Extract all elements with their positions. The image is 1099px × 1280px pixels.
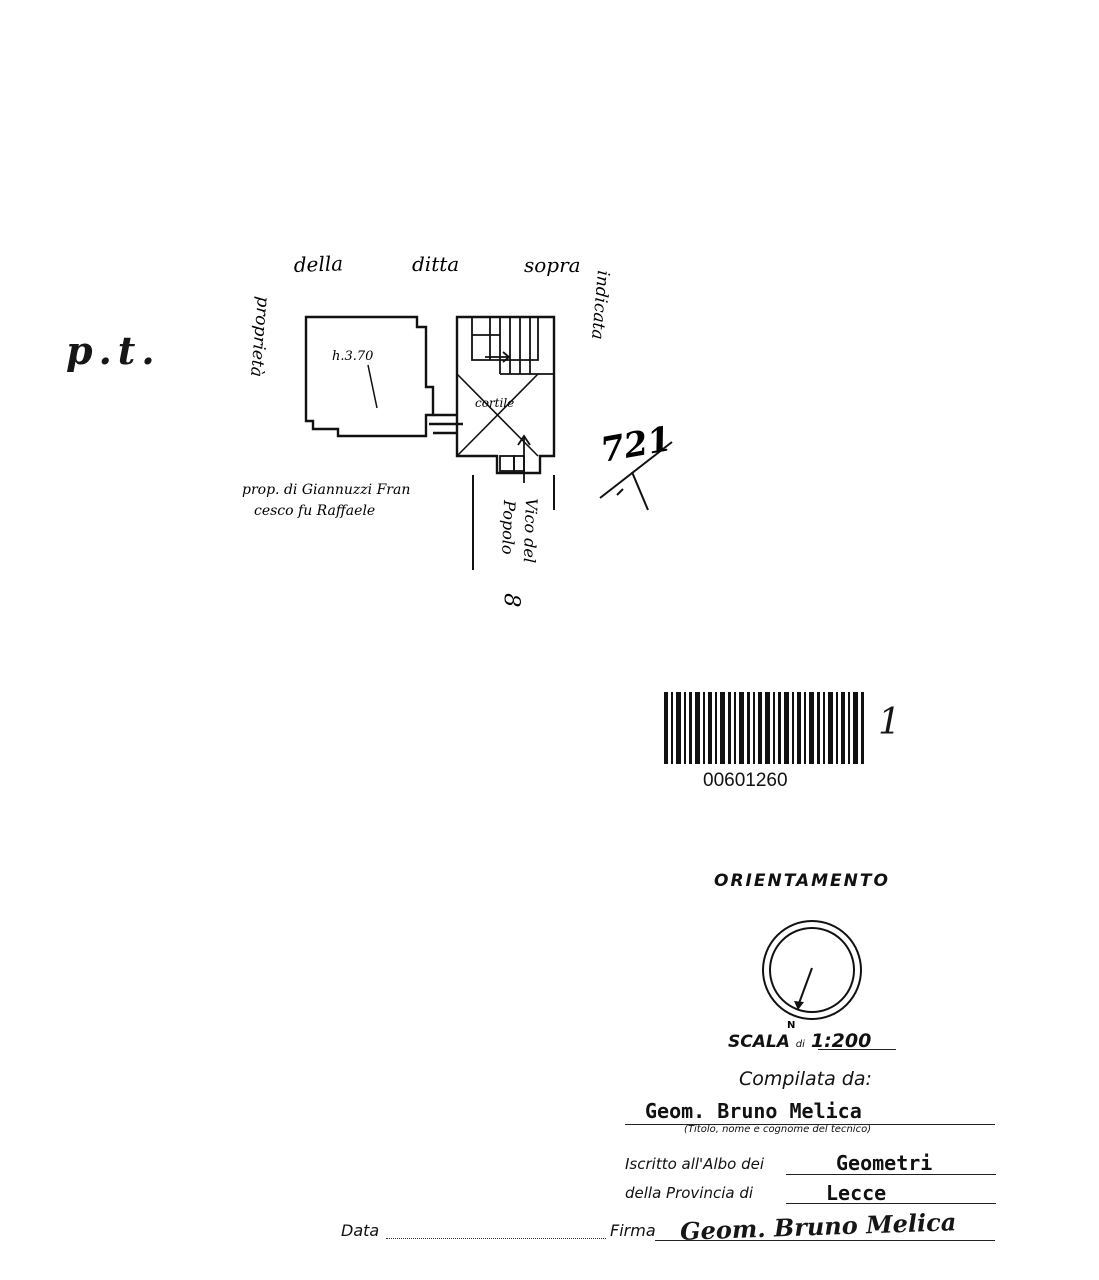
provincia-value: Lecce [826, 1181, 887, 1205]
scale-row: SCALA di 1:200 [728, 1030, 871, 1052]
iscritto-line [786, 1174, 996, 1175]
plot-number: 721 [598, 419, 675, 471]
top-label-della: della [293, 251, 343, 277]
room-height: h.3.70 [332, 349, 373, 364]
street-label-3: 8 [499, 593, 524, 608]
compilata-label: Compilata da: [739, 1068, 872, 1090]
compilata-caption: (Titolo, nome e cognome del tecnico) [684, 1124, 872, 1135]
left-label: proprietà [246, 296, 273, 378]
iscritto-label: Iscritto all'Albo dei [625, 1155, 764, 1173]
bottom-left-label-2: cesco fu Raffaele [254, 503, 375, 519]
courtyard-label: cortile [475, 396, 514, 410]
top-label-sopra: sopra [524, 253, 581, 277]
compilata-name: Geom. Bruno Melica [645, 1099, 862, 1123]
data-label: Data [341, 1221, 380, 1240]
scale-underline [818, 1049, 896, 1050]
barcode [660, 688, 872, 768]
compass-icon: N [762, 920, 862, 1030]
orientamento-title: ORIENTAMENTO [714, 871, 890, 891]
barcode-number: 00601260 [703, 770, 788, 791]
provincia-line [786, 1203, 996, 1204]
bottom-left-label-1: prop. di Giannuzzi Fran [242, 482, 410, 498]
courtyard-outline [455, 315, 556, 475]
compass-north: N [787, 1020, 795, 1030]
sheet-mark: 1 [878, 702, 901, 743]
top-label-ditta: ditta [412, 252, 459, 276]
scale-value: 1:200 [810, 1030, 872, 1052]
scale-di: di [795, 1039, 805, 1050]
floor-plan: della ditta sopra proprietà indicata h.3… [242, 251, 675, 608]
iscritto-value: Geometri [836, 1151, 933, 1175]
floor-label: p.t. [66, 328, 161, 373]
data-line [386, 1238, 606, 1239]
firma-line [655, 1240, 995, 1241]
right-label: indicata [587, 270, 613, 341]
firma-label: Firma [610, 1221, 656, 1240]
room-outline [304, 315, 435, 438]
staircase [471, 317, 554, 375]
scale-prefix: SCALA [728, 1032, 790, 1052]
street-label-1: Vico del [520, 498, 541, 564]
street-label-2: Popolo [498, 499, 519, 555]
compilata-line [625, 1124, 995, 1125]
provincia-label: della Provincia di [625, 1184, 754, 1202]
